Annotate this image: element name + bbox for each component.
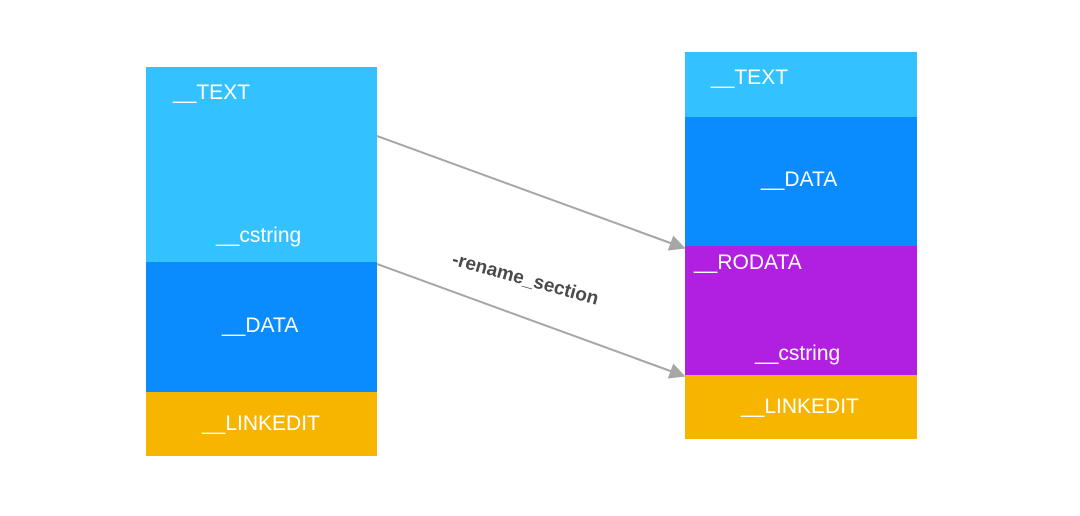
left-text-label: __TEXT — [173, 81, 251, 104]
right-rodata-label: __RODATA — [694, 251, 802, 274]
left-linkedit-label: __LINKEDIT — [202, 412, 320, 435]
right-linkedit-label: __LINKEDIT — [741, 395, 859, 418]
left-cstring-label: __cstring — [216, 224, 302, 247]
left-text-segment: __TEXT __cstring — [146, 67, 377, 262]
right-data-segment: __DATA — [685, 117, 917, 246]
left-data-label: __DATA — [222, 314, 299, 337]
arrow-cstring-to-cstring — [376, 263, 686, 379]
left-data-segment: __DATA — [146, 262, 377, 392]
left-linkedit-segment: __LINKEDIT — [146, 392, 377, 456]
arrow-text-to-rodata — [376, 135, 686, 251]
right-text-segment: __TEXT — [685, 52, 917, 117]
right-data-label: __DATA — [761, 168, 838, 191]
right-rodata-section: __RODATA __cstring — [685, 246, 917, 375]
right-cstring-label: __cstring — [755, 342, 841, 365]
right-linkedit-segment: __LINKEDIT — [685, 375, 917, 439]
right-text-label: __TEXT — [711, 66, 789, 89]
